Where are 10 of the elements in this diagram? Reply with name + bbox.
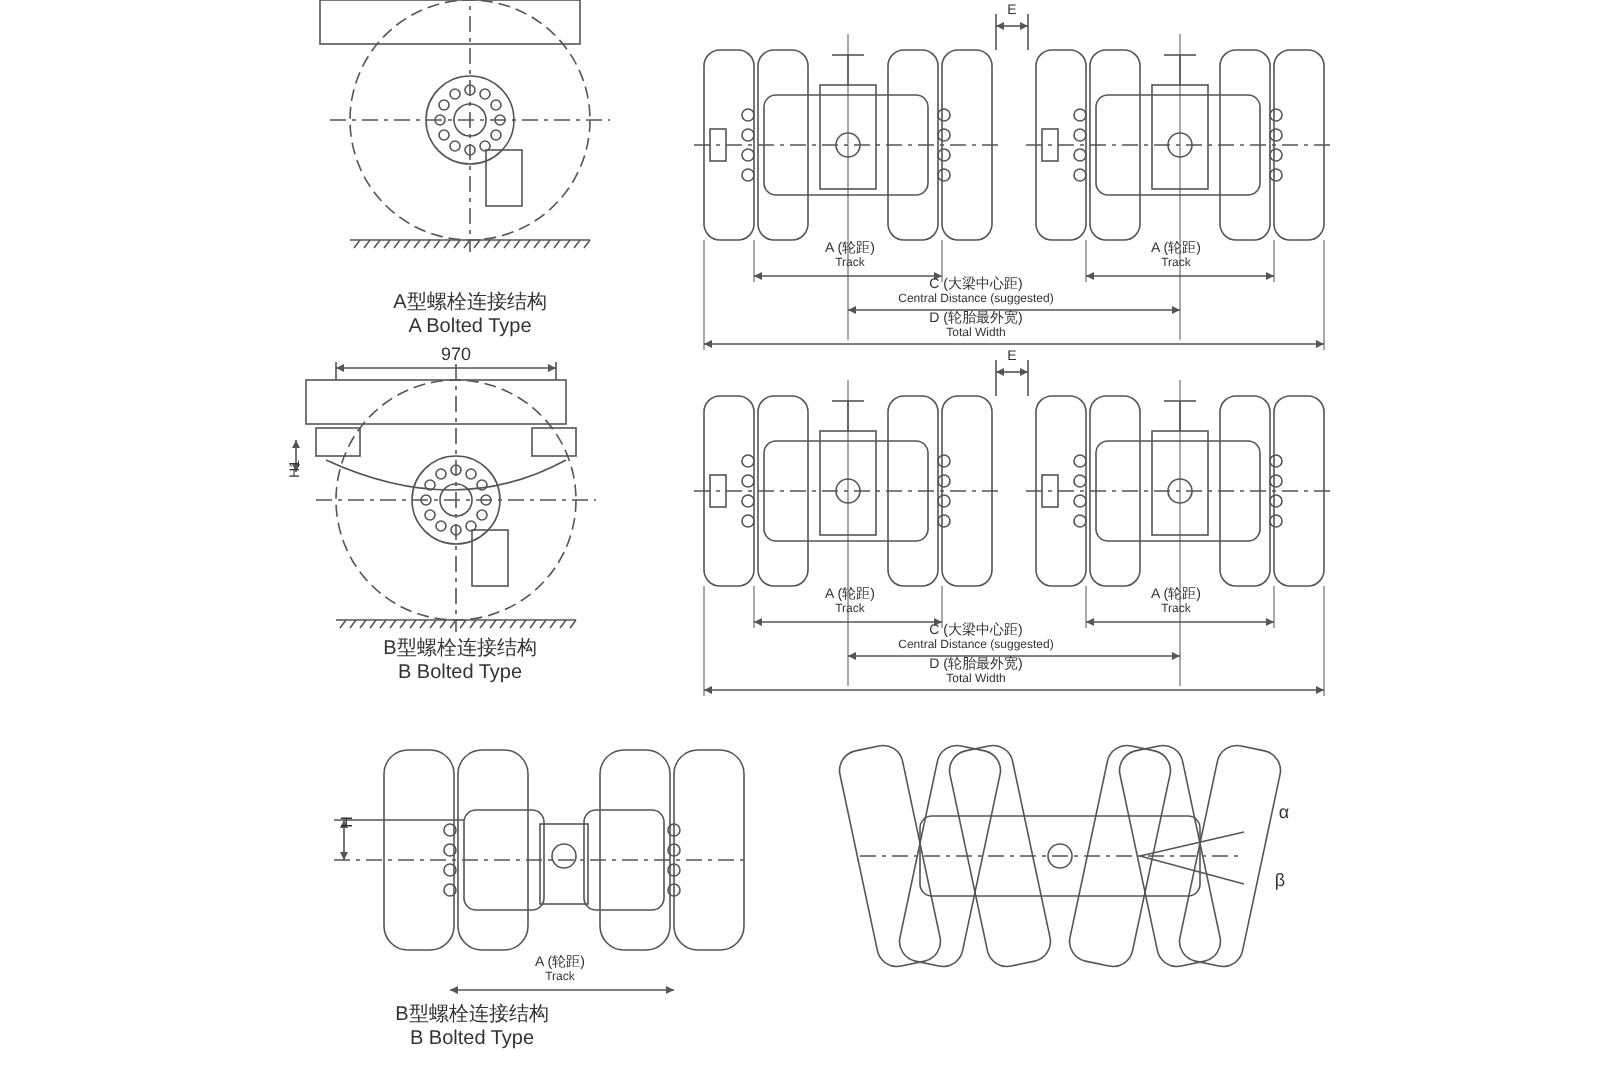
caption: B Bolted Type <box>397 664 523 684</box>
dimension-label: 970 <box>440 346 472 364</box>
dimension-label: β <box>1274 872 1286 890</box>
caption: A Bolted Type <box>408 318 532 338</box>
dimension-label: H <box>340 816 356 828</box>
caption: A型螺栓连接结构 <box>393 294 547 314</box>
caption: B型螺栓连接结构 <box>383 640 537 660</box>
caption: B型螺栓连接结构 <box>395 1006 549 1026</box>
caption: B Bolted Type <box>409 1030 535 1050</box>
dimension-label: α <box>1278 804 1290 822</box>
